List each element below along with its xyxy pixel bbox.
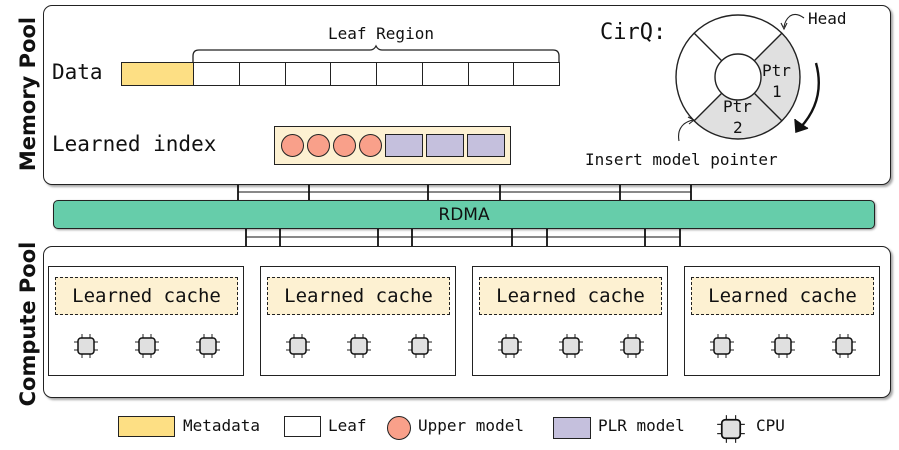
leaf-cell [421, 62, 469, 86]
cpu-icon [73, 333, 99, 359]
insert-model-pointer-label: Insert model pointer [585, 150, 778, 169]
rdma-label: RDMA [438, 204, 490, 225]
compute-node: Learned cache [260, 266, 456, 376]
legend-upper-model-circle [387, 416, 411, 440]
cpu-icon [195, 333, 221, 359]
cirq-ptr2-line1: Ptr [723, 97, 752, 116]
learned-cache: Learned cache [691, 277, 874, 315]
learned-cache: Learned cache [479, 277, 662, 315]
upper-model [307, 134, 330, 157]
legend-upper-model-label: Upper model [418, 416, 524, 435]
cpu-icon [619, 333, 645, 359]
upper-model [333, 134, 356, 157]
compute-pool-label: Compute Pool [16, 241, 40, 407]
cirq-title: CirQ: [600, 20, 667, 45]
compute-node: Learned cache [472, 266, 668, 376]
upper-model [281, 134, 304, 157]
plr-model [467, 134, 505, 157]
legend-plr-model-swatch [553, 417, 591, 439]
leaf-cell [376, 62, 424, 86]
legend-cpu-icon [717, 415, 745, 443]
insert-pointer-arrow [678, 119, 694, 142]
cpu-icon [558, 333, 584, 359]
cirq-head-label: Head [808, 9, 847, 28]
cpu-icon [497, 333, 523, 359]
cpu-icon [709, 333, 735, 359]
learned-index-label: Learned index [52, 132, 217, 156]
rdma-interconnect: RDMA [53, 200, 875, 229]
legend-metadata-swatch [118, 416, 175, 437]
legend-leaf-swatch [284, 416, 321, 437]
legend-leaf-label: Leaf [328, 416, 367, 435]
compute-node: Learned cache [684, 266, 880, 376]
cpu-icon [770, 333, 796, 359]
data-label: Data [52, 60, 103, 84]
plr-model [385, 134, 423, 157]
cpu-icon [407, 333, 433, 359]
leaf-region-label: Leaf Region [328, 24, 434, 43]
leaf-cell [193, 62, 241, 86]
plr-model [426, 134, 464, 157]
legend-plr-model-label: PLR model [598, 416, 685, 435]
legend-cpu-label: CPU [756, 416, 785, 435]
cpu-icon [134, 333, 160, 359]
leaf-cell [330, 62, 378, 86]
head-pointer-arrow [783, 13, 805, 28]
learned-cache: Learned cache [55, 277, 238, 315]
leaf-cell [513, 62, 561, 86]
learned-cache: Learned cache [267, 277, 450, 315]
rotation-arrow [799, 62, 820, 129]
cirq-ptr1-line2: 1 [772, 82, 782, 101]
cirq-slot-ptr2 [694, 93, 782, 139]
upper-model [359, 134, 382, 157]
cpu-icon [285, 333, 311, 359]
metadata-block [121, 62, 194, 86]
cirq-ptr1-line1: Ptr [762, 61, 791, 80]
cpu-icon [346, 333, 372, 359]
compute-node: Learned cache [48, 266, 244, 376]
cirq-slot-ptr1 [754, 33, 800, 121]
cpu-icon [831, 333, 857, 359]
legend-metadata-label: Metadata [183, 416, 261, 435]
leaf-cell [238, 62, 286, 86]
cirq-ptr2-line2: 2 [733, 118, 743, 137]
leaf-cell [284, 62, 332, 86]
